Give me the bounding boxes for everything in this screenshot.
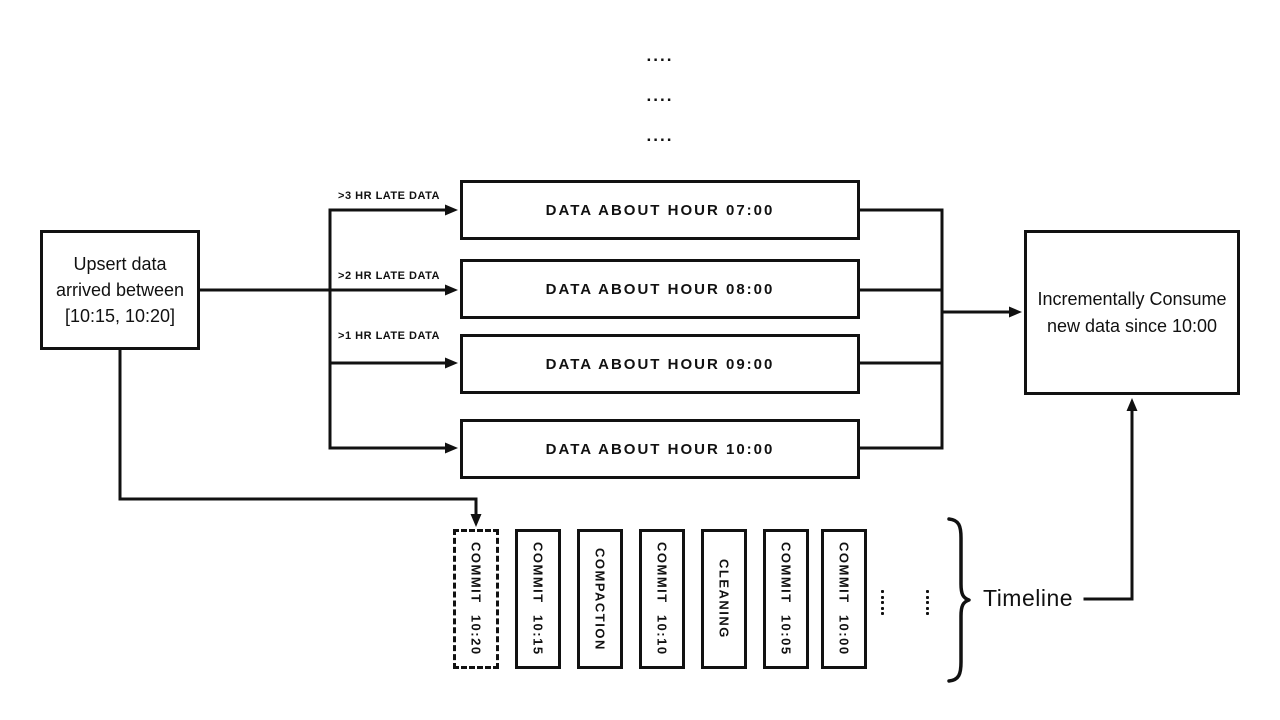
vertical-ellipsis-icon bbox=[881, 590, 884, 615]
top-ellipsis-row: .... bbox=[646, 126, 674, 145]
hour-box-0800: DATA ABOUT HOUR 08:00 bbox=[460, 259, 860, 319]
timeline-entry-commit-1015: COMMIT 10:15 bbox=[515, 529, 561, 669]
edge-label-2hr-late: >2 HR LATE DATA bbox=[338, 270, 440, 282]
hour-box-0900: DATA ABOUT HOUR 09:00 bbox=[460, 334, 860, 394]
timeline-entry-commit-1010: COMMIT 10:10 bbox=[639, 529, 685, 669]
arrow-source-to-commit bbox=[118, 348, 482, 527]
hour-box-0700: DATA ABOUT HOUR 07:00 bbox=[460, 180, 860, 240]
timeline-entry-commit-1000: COMMIT 10:00 bbox=[821, 529, 867, 669]
timeline-entry-compaction: COMPACTION bbox=[577, 529, 623, 669]
timeline-label: Timeline bbox=[983, 585, 1074, 611]
arrow-timeline-to-consumer bbox=[1083, 398, 1138, 601]
consumer-box: Incrementally Consume new data since 10:… bbox=[1024, 230, 1240, 395]
timeline-entry-commit-1005: COMMIT 10:05 bbox=[763, 529, 809, 669]
timeline-brace-icon bbox=[947, 517, 971, 683]
timeline-entry-commit-1020: COMMIT 10:20 bbox=[453, 529, 499, 669]
vertical-ellipsis-icon bbox=[926, 590, 929, 615]
top-ellipsis-row: .... bbox=[646, 86, 674, 105]
edge-label-1hr-late: >1 HR LATE DATA bbox=[338, 330, 440, 342]
hour-box-1000: DATA ABOUT HOUR 10:00 bbox=[460, 419, 860, 479]
source-box: Upsert data arrived between [10:15, 10:2… bbox=[40, 230, 200, 350]
edge-label-3hr-late: >3 HR LATE DATA bbox=[338, 190, 440, 202]
top-ellipsis-row: .... bbox=[646, 46, 674, 65]
timeline-entry-cleaning: CLEANING bbox=[701, 529, 747, 669]
